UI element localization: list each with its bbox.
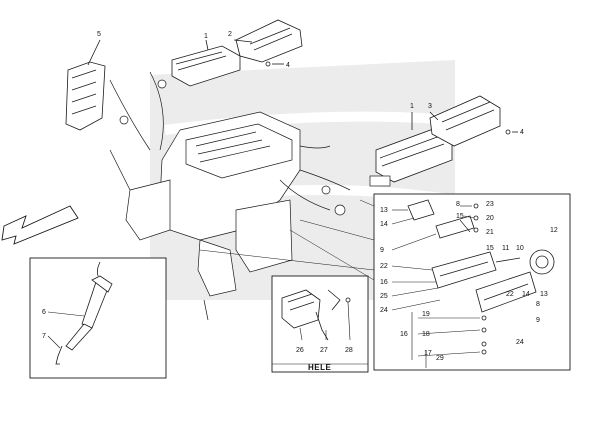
callout-24: 24 <box>516 339 524 346</box>
callout-18: 18 <box>422 331 430 338</box>
inset-ignition-coil <box>29 257 167 379</box>
callout-14: 14 <box>380 221 388 228</box>
callout-12: 12 <box>550 227 558 234</box>
callout-4: 4 <box>286 62 290 69</box>
callout-21: 21 <box>486 229 494 236</box>
callout-14: 14 <box>522 291 530 298</box>
callout-15: 15 <box>456 213 464 220</box>
callout-26: 26 <box>296 347 304 354</box>
ecu-right <box>375 95 518 183</box>
callout-25: 25 <box>380 293 388 300</box>
callout-27: 27 <box>320 347 328 354</box>
callout-9: 9 <box>380 247 384 254</box>
engine-assembly <box>109 71 391 321</box>
part-5-bracket <box>65 39 106 131</box>
callout-23: 23 <box>486 201 494 208</box>
callout-13: 13 <box>540 291 548 298</box>
callout-9: 9 <box>536 317 540 324</box>
callout-16: 16 <box>400 331 408 338</box>
callout-3: 3 <box>428 103 432 110</box>
ecu-top <box>171 19 303 87</box>
callout-4: 4 <box>520 129 524 136</box>
hele-label: HELE <box>308 363 332 372</box>
direction-arrow <box>1 205 79 245</box>
callout-8: 8 <box>456 201 460 208</box>
callout-8: 8 <box>536 301 540 308</box>
callout-10: 10 <box>516 245 524 252</box>
inset-hele <box>271 275 369 373</box>
leader-lines <box>199 199 375 281</box>
callout-22: 22 <box>506 291 514 298</box>
inset-injection-rail <box>373 193 571 371</box>
callout-7: 7 <box>42 333 46 340</box>
callout-20: 20 <box>486 215 494 222</box>
callout-16: 16 <box>380 279 388 286</box>
callout-17: 17 <box>424 350 432 357</box>
callout-1: 1 <box>410 103 414 110</box>
callout-5: 5 <box>97 31 101 38</box>
callout-19: 19 <box>422 311 430 318</box>
callout-2: 2 <box>228 31 232 38</box>
callout-28: 28 <box>345 347 353 354</box>
callout-15: 15 <box>486 245 494 252</box>
callout-1: 1 <box>204 33 208 40</box>
callout-22: 22 <box>380 263 388 270</box>
callout-13: 13 <box>380 207 388 214</box>
callout-24: 24 <box>380 307 388 314</box>
callout-11: 11 <box>502 245 509 252</box>
callout-29: 29 <box>436 355 444 362</box>
callout-6: 6 <box>42 309 46 316</box>
callout-labels: 1 2 4 5 1 3 4 6 7 13 8 14 15 23 20 21 9 … <box>42 31 558 372</box>
